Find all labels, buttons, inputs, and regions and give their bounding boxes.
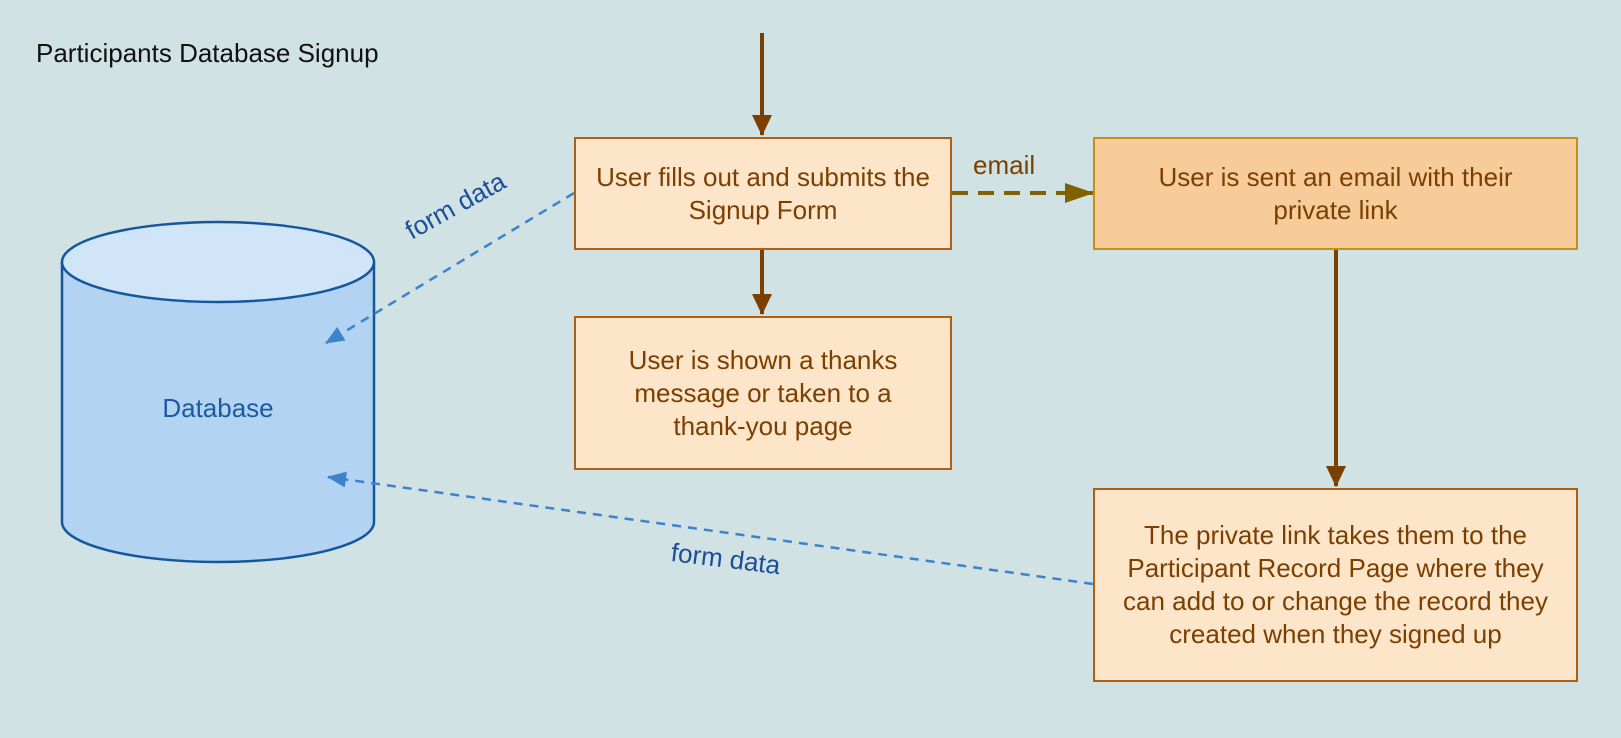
signup-form-text: User fills out and submits the Signup Fo…	[596, 161, 930, 225]
signup-form-node: User fills out and submits the Signup Fo…	[574, 137, 952, 250]
form-data-arrow-bottom	[327, 471, 1094, 586]
database-cylinder	[60, 220, 376, 564]
email-edge-label: email	[973, 150, 1036, 180]
record-page-node: The private link takes them to the Parti…	[1093, 488, 1578, 682]
thanks-node: User is shown a thanks message or taken …	[574, 316, 952, 470]
thanks-text: User is shown a thanks message or taken …	[628, 344, 898, 441]
form-data-arrow-top	[325, 191, 575, 345]
email-sent-text: User is sent an email with their private…	[1158, 161, 1513, 225]
diagram-title: Participants Database Signup	[36, 38, 379, 68]
record-page-text: The private link takes them to the Parti…	[1123, 520, 1548, 649]
email-sent-node: User is sent an email with their private…	[1093, 137, 1578, 250]
database-label: Database	[162, 393, 274, 423]
